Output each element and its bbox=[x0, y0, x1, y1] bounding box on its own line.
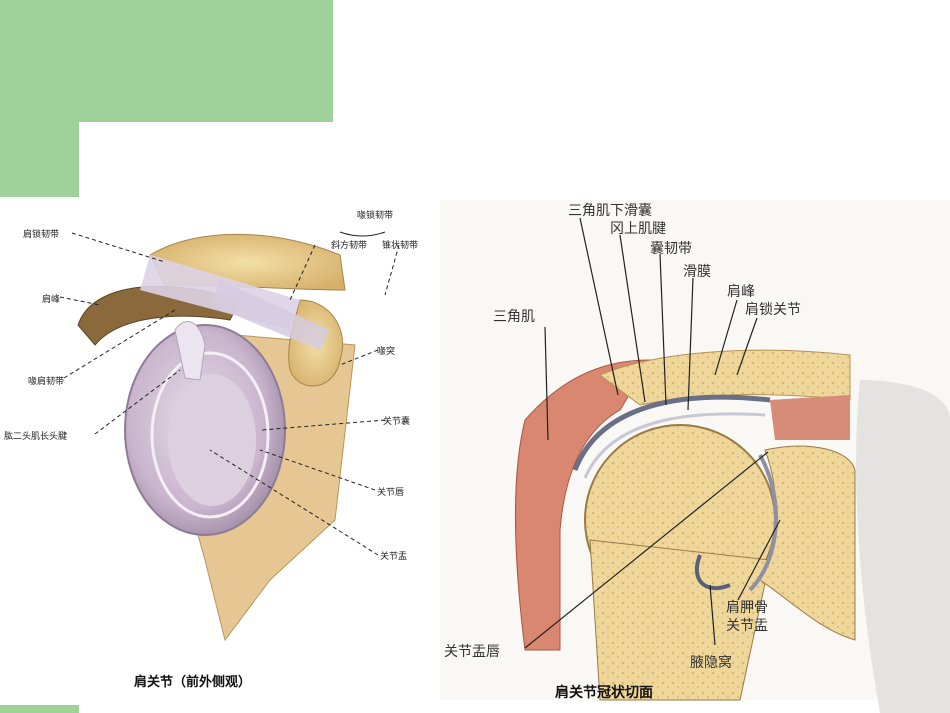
glenoid-inner bbox=[168, 374, 256, 506]
label-capsular-ligament: 囊韧带 bbox=[650, 241, 692, 257]
label-coracoid: 喙突 bbox=[377, 347, 396, 357]
label-deltoid: 三角肌 bbox=[493, 309, 535, 325]
label-scapula: 肩胛骨 bbox=[726, 600, 768, 616]
decor-green-strip-bottom bbox=[0, 705, 79, 713]
label-coracoclavicular-ligament: 喙锁韧带 bbox=[357, 211, 394, 221]
label-subdeltoid-bursa: 三角肌下滑囊 bbox=[568, 203, 652, 219]
label-axillary-recess: 腋隐窝 bbox=[690, 655, 732, 671]
label-supraspinatus-tendon: 冈上肌腱 bbox=[610, 221, 666, 237]
supraspinatus-muscle bbox=[770, 395, 850, 440]
watermark-shape bbox=[856, 380, 950, 713]
caption-right-figure: 肩关节冠状切面 bbox=[555, 685, 653, 701]
decor-green-block-left bbox=[0, 122, 79, 197]
label-glenoid-labrum: 关节唇 bbox=[377, 488, 405, 498]
axillary-recess-shape bbox=[694, 554, 731, 591]
bursa-line bbox=[572, 394, 771, 471]
decor-green-block-top bbox=[0, 0, 333, 122]
caption-left-figure: 肩关节（前外侧观） bbox=[134, 675, 252, 690]
label-acromioclavicular-ligament: 肩锁韧带 bbox=[23, 230, 60, 240]
label-acromion-right: 肩峰 bbox=[727, 284, 755, 300]
label-glenoid-labrum-right: 关节盂唇 bbox=[444, 644, 500, 660]
right-shoulder-figure bbox=[440, 200, 950, 713]
synovium-line bbox=[583, 412, 766, 479]
humerus-shaft bbox=[589, 539, 771, 701]
label-trapezoid-ligament: 斜方韧带 bbox=[331, 241, 368, 251]
label-coracoacromial-ligament: 喙肩韧带 bbox=[28, 377, 65, 387]
label-conoid-ligament: 锥状韧带 bbox=[382, 241, 419, 251]
label-glenoid: 关节盂 bbox=[726, 618, 768, 634]
ligament-band-2 bbox=[210, 280, 330, 350]
label-biceps-long-head-tendon: 肱二头肌长头腱 bbox=[4, 432, 68, 442]
left-shoulder-figure bbox=[59, 231, 400, 642]
label-glenoid-cavity: 关节盂 bbox=[380, 552, 408, 562]
label-acromion: 肩峰 bbox=[42, 295, 61, 305]
label-joint-capsule: 关节囊 bbox=[383, 417, 411, 427]
glenoid-labrum-ring bbox=[150, 351, 270, 519]
label-synovium: 滑膜 bbox=[683, 264, 711, 280]
biceps-tendon bbox=[174, 321, 206, 381]
label-acromioclavicular-joint: 肩锁关节 bbox=[745, 302, 801, 318]
deltoid-muscle bbox=[515, 359, 651, 651]
